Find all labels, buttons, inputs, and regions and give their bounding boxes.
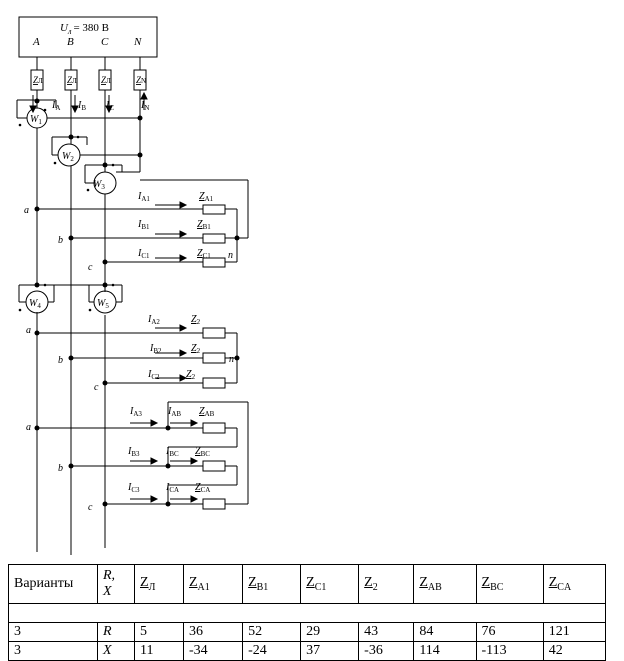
phase-label-c: C <box>101 36 109 48</box>
load3-impedance-bc: ZBC <box>195 446 210 458</box>
header-z-ca: ZCA <box>542 564 607 604</box>
cell-value: 11 <box>134 641 184 661</box>
junction-dots <box>18 98 240 507</box>
node-label-a3: a <box>26 422 31 433</box>
load2-current-b: IB2 <box>149 343 162 355</box>
impedance-a1 <box>202 204 226 215</box>
load1-current-b: IB1 <box>137 219 150 231</box>
header-variant: Варианты <box>8 564 98 604</box>
impedance-ca <box>202 498 226 510</box>
load1-current-c: IC1 <box>137 248 150 260</box>
current-label-n: IN <box>140 100 149 112</box>
node-label-c2: c <box>94 382 99 393</box>
node-label-n1: n <box>228 250 233 261</box>
cell-value: 121 <box>542 622 607 642</box>
node-label-b1: b <box>58 235 63 246</box>
node-label-c3: c <box>88 502 93 513</box>
table-row: 3 R 5 36 52 29 43 84 76 121 <box>8 622 607 642</box>
source-box <box>18 16 158 58</box>
table-header-row: Варианты R, X ZЛ ZA1 ZB1 ZC1 Z2 ZAB ZBC … <box>8 564 607 604</box>
node-label-c1: c <box>88 262 93 273</box>
cell-value: -34 <box>182 641 244 661</box>
header-z-ab: ZAB <box>413 564 477 604</box>
cell-value: 5 <box>134 622 184 642</box>
circuit-diagram: Uл= 380 В A B C N ZЛ ZЛ ZЛ ZN IA IB IC I… <box>16 16 249 555</box>
header-rx: R, X <box>97 564 135 604</box>
load3-phase-current-ab: IAB <box>167 406 181 418</box>
load3-line-current-a: IA3 <box>129 406 142 418</box>
cell-value: 84 <box>413 622 477 642</box>
header-z-2: Z2 <box>358 564 415 604</box>
impedance-2b <box>202 352 226 364</box>
impedance-ab <box>202 422 226 434</box>
header-z-bc: ZBC <box>475 564 544 604</box>
cell-value: 29 <box>300 622 360 642</box>
node-label-b3: b <box>58 463 63 474</box>
cell-param: R <box>97 622 135 642</box>
cell-value: -24 <box>242 641 302 661</box>
impedance-2a <box>202 327 226 339</box>
cell-variant: 3 <box>8 641 98 661</box>
table-row: 3 X 11 -34 -24 37 -36 114 -113 42 <box>8 641 607 661</box>
phase-label-b: B <box>67 36 74 48</box>
line-impedance-label-a: ZЛ <box>33 75 43 85</box>
current-label-c: IC <box>105 100 114 112</box>
load2-impedance-a: Z2 <box>191 314 201 326</box>
table-gap <box>8 603 606 623</box>
load1-impedance-c: ZC1 <box>197 248 211 260</box>
variants-table: Варианты R, X ZЛ ZA1 ZB1 ZC1 Z2 ZAB ZBC … <box>8 564 607 661</box>
phase-label-a: A <box>32 36 40 48</box>
cell-value: 42 <box>542 641 607 661</box>
phase-label-n: N <box>133 36 142 48</box>
impedance-2c <box>202 377 226 389</box>
load2-impedance-b: Z2 <box>191 343 201 355</box>
current-label-a: IA <box>51 100 60 112</box>
cell-param: X <box>97 641 135 661</box>
header-z-line: ZЛ <box>134 564 184 604</box>
impedance-b1 <box>202 233 226 244</box>
load3-line-current-b: IB3 <box>127 446 140 458</box>
cell-variant: 3 <box>8 622 98 642</box>
line-impedance-label-b: ZЛ <box>67 75 77 85</box>
load3-phase-current-bc: IBC <box>165 446 179 458</box>
load3-impedance-ab: ZAB <box>199 406 215 418</box>
cell-value: 52 <box>242 622 302 642</box>
wattmeter-label-2: W2 <box>62 151 74 163</box>
wattmeter-label-5: W5 <box>97 298 109 310</box>
load3-impedance-ca: ZCA <box>195 482 210 494</box>
load1-current-a: IA1 <box>137 191 150 203</box>
header-z-c1: ZC1 <box>300 564 360 604</box>
load3-line-current-c: IC3 <box>127 482 140 494</box>
wattmeter-label-3: W3 <box>93 179 105 191</box>
cell-value: -36 <box>358 641 415 661</box>
impedance-bc <box>202 460 226 472</box>
cell-value: 43 <box>358 622 415 642</box>
load1-impedance-a: ZA1 <box>199 191 214 203</box>
current-label-b: IB <box>77 100 86 112</box>
load2-current-c: IC2 <box>147 369 160 381</box>
load2-impedance-c: Z2 <box>186 369 196 381</box>
wattmeter-label-1: W1 <box>30 114 42 126</box>
node-label-n2: n <box>229 354 234 365</box>
cell-value: 36 <box>182 622 244 642</box>
header-z-a1: ZA1 <box>182 564 244 604</box>
node-label-b2: b <box>58 355 63 366</box>
cell-value: -113 <box>475 641 544 661</box>
wattmeter-label-4: W4 <box>29 298 41 310</box>
node-label-a2: a <box>26 325 31 336</box>
line-impedance-label-c: ZЛ <box>101 75 111 85</box>
source-voltage-label: Uл= 380 В <box>60 22 109 36</box>
cell-value: 37 <box>300 641 360 661</box>
load2-current-a: IA2 <box>147 314 160 326</box>
load3-phase-current-ca: ICA <box>165 482 179 494</box>
load1-impedance-b: ZB1 <box>197 219 211 231</box>
header-z-b1: ZB1 <box>242 564 302 604</box>
cell-value: 76 <box>475 622 544 642</box>
cell-value: 114 <box>413 641 477 661</box>
line-impedance-label-n: ZN <box>136 75 146 85</box>
node-label-a1: a <box>24 205 29 216</box>
